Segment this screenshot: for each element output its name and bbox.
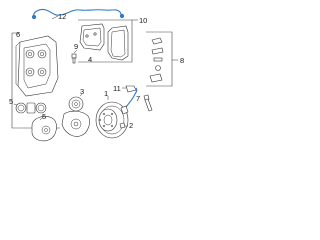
leader-9 xyxy=(73,49,78,54)
callout-5a: 5 xyxy=(9,97,13,106)
brake-pad-left xyxy=(79,23,105,51)
callout-2: 2 xyxy=(129,121,133,130)
caliper-bolt xyxy=(71,53,77,64)
sensor-wire xyxy=(33,8,123,18)
brake-caliper xyxy=(15,35,59,97)
speed-sensor-wire xyxy=(123,87,138,111)
leader-3 xyxy=(79,93,83,97)
leader-5b xyxy=(39,115,45,121)
rotor-screw xyxy=(119,122,126,129)
wire-connector-start xyxy=(119,13,125,19)
callout-10: 10 xyxy=(139,16,147,25)
hardware-kit xyxy=(149,37,164,83)
bracket-10 xyxy=(78,19,133,63)
wire-connector-end xyxy=(31,14,37,20)
leader-12 xyxy=(51,15,59,20)
bracket-8 xyxy=(146,31,173,87)
speed-sensor-connector xyxy=(125,85,137,93)
callout-9: 9 xyxy=(74,42,78,51)
callout-1: 1 xyxy=(104,89,108,98)
callout-7: 7 xyxy=(136,94,140,103)
brake-pad-right xyxy=(107,25,129,61)
brake-assembly-diagram: 1 2 3 4 5 5 6 7 8 9 10 11 12 xyxy=(9,8,184,142)
callout-6: 6 xyxy=(16,30,20,39)
steering-knuckle xyxy=(61,110,90,137)
speed-sensor xyxy=(120,105,129,115)
callout-5b: 5 xyxy=(42,112,46,121)
brake-rotor xyxy=(95,101,129,139)
callout-4: 4 xyxy=(88,55,92,64)
wheel-hub xyxy=(68,96,84,112)
piston-seal-kit xyxy=(15,102,47,114)
callout-11: 11 xyxy=(113,84,121,93)
backing-plate xyxy=(31,116,57,142)
wheel-bolt xyxy=(143,94,153,112)
callout-12: 12 xyxy=(58,12,66,21)
callout-3: 3 xyxy=(80,87,84,96)
leader-5a xyxy=(13,103,18,106)
callout-8: 8 xyxy=(180,56,184,65)
